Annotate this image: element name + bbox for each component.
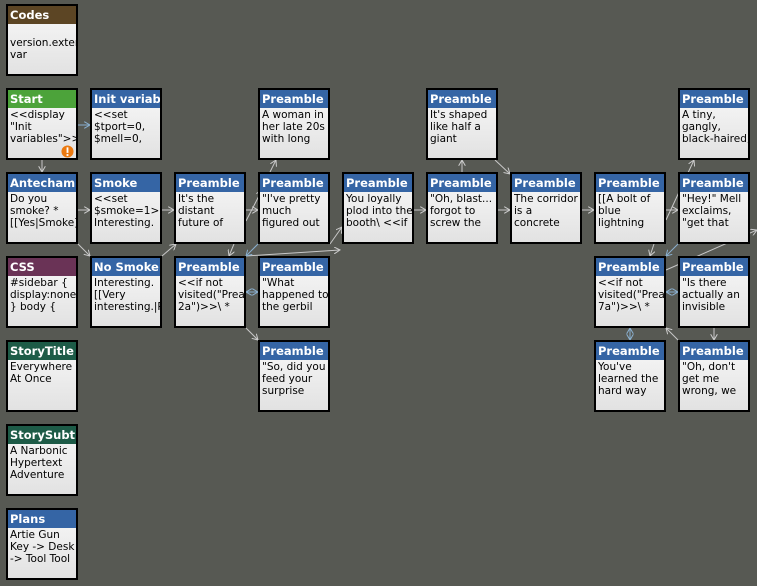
- passage-excerpt: <<display "Init variables">>\: [10, 109, 76, 145]
- passage-excerpt: "Is there actually an invisible: [682, 277, 740, 313]
- passage-card-preamble-7[interactable]: Preamble 7"Hey!" Mell exclaims, "get tha…: [678, 172, 750, 244]
- passage-title: Preamble 3: [344, 174, 412, 192]
- passage-title: Preamble 2c: [260, 342, 328, 360]
- passage-excerpt: Everywhere At Once: [10, 361, 73, 385]
- passage-title: Preamble 4: [428, 174, 496, 192]
- passage-card-preamble-4[interactable]: Preamble 4"Oh, blast... I forgot to scre…: [426, 172, 498, 244]
- passage-excerpt: <<if not visited("Prear 2a")>>\ *: [178, 277, 244, 313]
- passage-excerpt: Interesting. [[Very interesting.|Pr: [94, 277, 160, 313]
- passage-title: Preamble 7: [596, 258, 664, 276]
- passage-card-preamble-7[interactable]: Preamble 7<<if not visited("Prear 7a")>>…: [594, 256, 666, 328]
- passage-excerpt: A Narbonic Hypertext Adventure: [10, 445, 68, 481]
- passage-excerpt: #sidebar { display:none; } body {: [10, 277, 76, 313]
- passage-title: Preamble 2: [260, 174, 328, 192]
- passage-title: No Smoke: [92, 258, 160, 276]
- passage-title: Codes: [8, 6, 76, 24]
- passage-card-codes[interactable]: Codes version.exter var: [6, 4, 78, 76]
- passage-title: Preamble 7a: [680, 90, 748, 108]
- passage-card-preamble-2c[interactable]: Preamble 2c"So, did you feed your surpri…: [258, 340, 330, 412]
- passage-excerpt: <<set $tport=0, $mell=0,: [94, 109, 146, 145]
- passage-card-storysubtitle[interactable]: StorySubtitleA Narbonic Hypertext Advent…: [6, 424, 78, 496]
- passage-card-preamble-6[interactable]: Preamble 6[[A bolt of blue lightning: [594, 172, 666, 244]
- passage-excerpt: "Oh, blast... I forgot to screw the: [430, 193, 496, 229]
- passage-excerpt: You loyally plod into the booth\ <<if: [346, 193, 412, 229]
- passage-excerpt: You've learned the hard way: [598, 361, 659, 397]
- passage-card-preamble-2a[interactable]: Preamble 2aA woman in her late 20s with …: [258, 88, 330, 160]
- passage-excerpt: "I've pretty much figured out: [262, 193, 321, 229]
- passage-card-antechamber[interactable]: AntechamberDo you smoke? * [[Yes|Smoke]]: [6, 172, 78, 244]
- passage-title: Antechamber: [8, 174, 76, 192]
- passage-excerpt: The corridor is a concrete: [514, 193, 578, 229]
- passage-card-start[interactable]: Start<<display "Init variables">>\: [6, 88, 78, 160]
- passage-card-preamble-7b[interactable]: Preamble 7b"Is there actually an invisib…: [678, 256, 750, 328]
- passage-excerpt: A tiny, gangly, black-haired,: [682, 109, 748, 145]
- passage-card-preamble-2[interactable]: Preamble 2<<if not visited("Prear 2a")>>…: [174, 256, 246, 328]
- passage-title: Preamble 2a: [260, 90, 328, 108]
- passage-excerpt: version.exter var: [10, 37, 76, 61]
- passage-title: Preamble: [176, 174, 244, 192]
- passage-excerpt: It's shaped like half a giant: [430, 109, 488, 145]
- passage-title: Preamble 7c: [596, 342, 664, 360]
- passage-title: Preamble 7b: [680, 258, 748, 276]
- passage-card-preamble-7d[interactable]: Preamble 7d"Oh, don't get me wrong, we: [678, 340, 750, 412]
- passage-title: Preamble 7d: [680, 342, 748, 360]
- passage-card-preamble-2[interactable]: Preamble 2"I've pretty much figured out: [258, 172, 330, 244]
- passage-title: Init variables: [92, 90, 160, 108]
- passage-card-preamble-5[interactable]: Preamble 5The corridor is a concrete: [510, 172, 582, 244]
- passage-title: StorySubtitle: [8, 426, 76, 444]
- passage-excerpt: Artie Gun Key -> Desk -> Tool Tool: [10, 529, 75, 565]
- warning-icon: [61, 145, 74, 158]
- passage-excerpt: "Oh, don't get me wrong, we: [682, 361, 737, 397]
- passage-card-preamble-4a[interactable]: Preamble 4aIt's shaped like half a giant: [426, 88, 498, 160]
- passage-title: CSS: [8, 258, 76, 276]
- passage-title: Preamble 2b: [260, 258, 328, 276]
- passage-excerpt: Do you smoke? * [[Yes|Smoke]]: [10, 193, 76, 229]
- passage-title: StoryTitle: [8, 342, 76, 360]
- passage-title: Preamble 4a: [428, 90, 496, 108]
- passage-card-preamble-2b[interactable]: Preamble 2b"What happened to the gerbil: [258, 256, 330, 328]
- passage-title: Preamble 5: [512, 174, 580, 192]
- passage-card-preamble-7a[interactable]: Preamble 7aA tiny, gangly, black-haired,: [678, 88, 750, 160]
- passage-excerpt: [[A bolt of blue lightning: [598, 193, 651, 229]
- passage-excerpt: "What happened to the gerbil: [262, 277, 328, 313]
- passage-title: Plans: [8, 510, 76, 528]
- passage-excerpt: "So, did you feed your surprise: [262, 361, 326, 397]
- passage-title: Start: [8, 90, 76, 108]
- passage-card-preamble-7c[interactable]: Preamble 7cYou've learned the hard way: [594, 340, 666, 412]
- passage-title: Preamble 7: [680, 174, 748, 192]
- passage-title: Preamble 6: [596, 174, 664, 192]
- passage-excerpt: A woman in her late 20s with long: [262, 109, 325, 145]
- passage-card-preamble-3[interactable]: Preamble 3You loyally plod into the boot…: [342, 172, 414, 244]
- passage-excerpt: <<if not visited("Prear 7a")>>\ *: [598, 277, 664, 313]
- passage-excerpt: It's the distant future of: [178, 193, 224, 229]
- passage-title: Preamble 2: [176, 258, 244, 276]
- passage-card-css[interactable]: CSS#sidebar { display:none; } body {: [6, 256, 78, 328]
- passage-card-smoke[interactable]: Smoke<<set $smoke=1>>\ Interesting.: [90, 172, 162, 244]
- passage-title: Smoke: [92, 174, 160, 192]
- passage-card-init-variables[interactable]: Init variables<<set $tport=0, $mell=0,: [90, 88, 162, 160]
- passage-excerpt: <<set $smoke=1>>\ Interesting.: [94, 193, 160, 229]
- passage-excerpt: "Hey!" Mell exclaims, "get that: [682, 193, 742, 229]
